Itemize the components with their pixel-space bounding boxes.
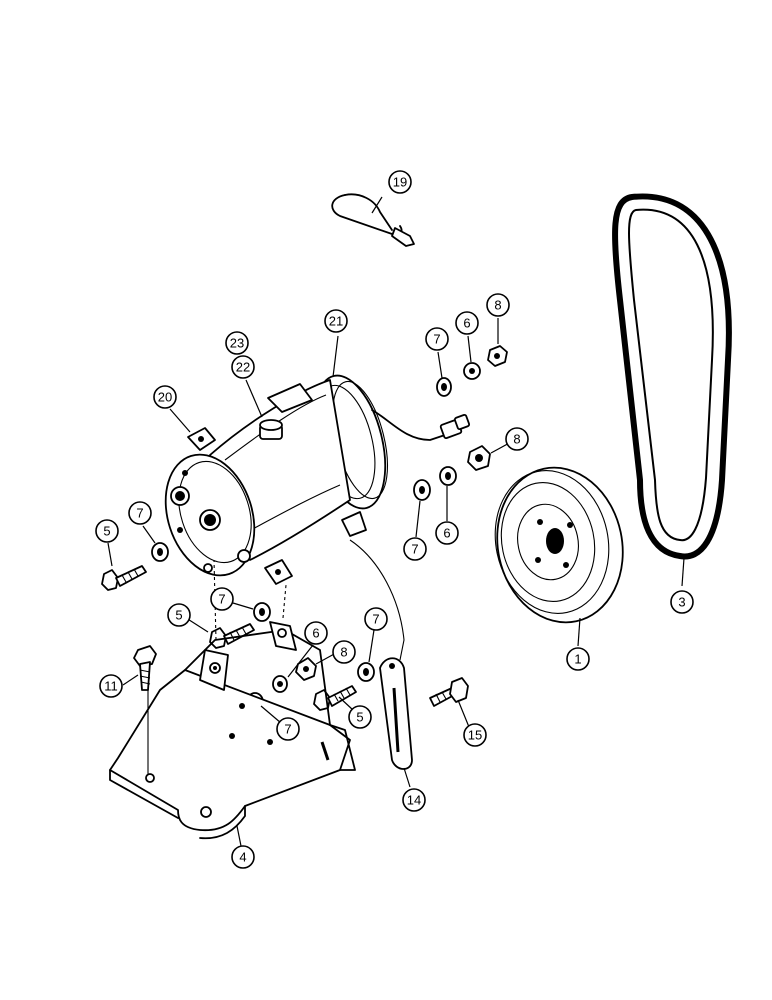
callout-15: 15 bbox=[463, 723, 487, 747]
callout-6-right: 6 bbox=[435, 521, 459, 545]
callout-20: 20 bbox=[153, 385, 177, 409]
callout-label: 7 bbox=[218, 592, 225, 607]
adjusting-strap bbox=[349, 539, 413, 770]
callout-label: 7 bbox=[411, 542, 418, 557]
callout-7-middle: 7 bbox=[210, 587, 234, 611]
callout-6-upper: 6 bbox=[455, 311, 479, 335]
callout-label: 5 bbox=[175, 608, 182, 623]
callout-4: 4 bbox=[231, 845, 255, 869]
drive-belt bbox=[612, 193, 732, 560]
hardware bbox=[101, 345, 508, 712]
callout-label: 5 bbox=[356, 710, 363, 725]
callout-label: 4 bbox=[239, 850, 246, 865]
callout-label: 21 bbox=[329, 314, 343, 329]
callout-label: 1 bbox=[574, 652, 581, 667]
callout-label: 3 bbox=[678, 595, 685, 610]
callout-label: 6 bbox=[463, 316, 470, 331]
callout-5-lower: 5 bbox=[348, 705, 372, 729]
mounting-bracket bbox=[109, 559, 356, 840]
callout-label: 6 bbox=[312, 626, 319, 641]
callout-5-middle: 5 bbox=[167, 603, 191, 627]
callout-6-center: 6 bbox=[304, 621, 328, 645]
callout-label: 23 bbox=[230, 336, 244, 351]
callout-label: 20 bbox=[158, 390, 172, 405]
callout-label: 8 bbox=[340, 645, 347, 660]
callout-7-lower-right: 7 bbox=[364, 607, 388, 631]
callout-label: 11 bbox=[104, 679, 118, 694]
callout-label: 5 bbox=[103, 524, 110, 539]
callout-5-left: 5 bbox=[95, 519, 119, 543]
cable-strap bbox=[331, 193, 415, 247]
callout-label: 14 bbox=[407, 793, 421, 808]
compressor bbox=[164, 374, 471, 585]
callout-7-lower: 7 bbox=[276, 717, 300, 741]
pulley bbox=[494, 466, 624, 624]
callout-3: 3 bbox=[670, 590, 694, 614]
callout-label: 22 bbox=[236, 360, 250, 375]
callout-22: 22 bbox=[231, 355, 255, 379]
callout-7-left: 7 bbox=[128, 501, 152, 525]
callout-7-right: 7 bbox=[403, 537, 427, 561]
callout-1: 1 bbox=[566, 647, 590, 671]
callout-21: 21 bbox=[324, 309, 348, 333]
callout-label: 19 bbox=[393, 175, 407, 190]
callout-label: 7 bbox=[284, 722, 291, 737]
callout-label: 6 bbox=[443, 526, 450, 541]
callout-19: 19 bbox=[388, 170, 412, 194]
callout-8-right: 8 bbox=[505, 427, 529, 451]
callout-label: 7 bbox=[136, 506, 143, 521]
callout-label: 7 bbox=[372, 612, 379, 627]
callout-label: 15 bbox=[468, 728, 482, 743]
callout-label: 7 bbox=[433, 332, 440, 347]
callout-8-upper: 8 bbox=[486, 293, 510, 317]
callout-8-center: 8 bbox=[332, 640, 356, 664]
callout-label: 8 bbox=[513, 432, 520, 447]
callout-label: 8 bbox=[494, 298, 501, 313]
callout-7-upper: 7 bbox=[425, 327, 449, 351]
callouts: 19 21 23 22 20 7 6 8 8 7 6 5 7 7 5 6 8 7… bbox=[95, 170, 694, 869]
callout-11: 11 bbox=[99, 674, 123, 698]
callout-23: 23 bbox=[225, 331, 249, 355]
callout-14: 14 bbox=[402, 788, 426, 812]
